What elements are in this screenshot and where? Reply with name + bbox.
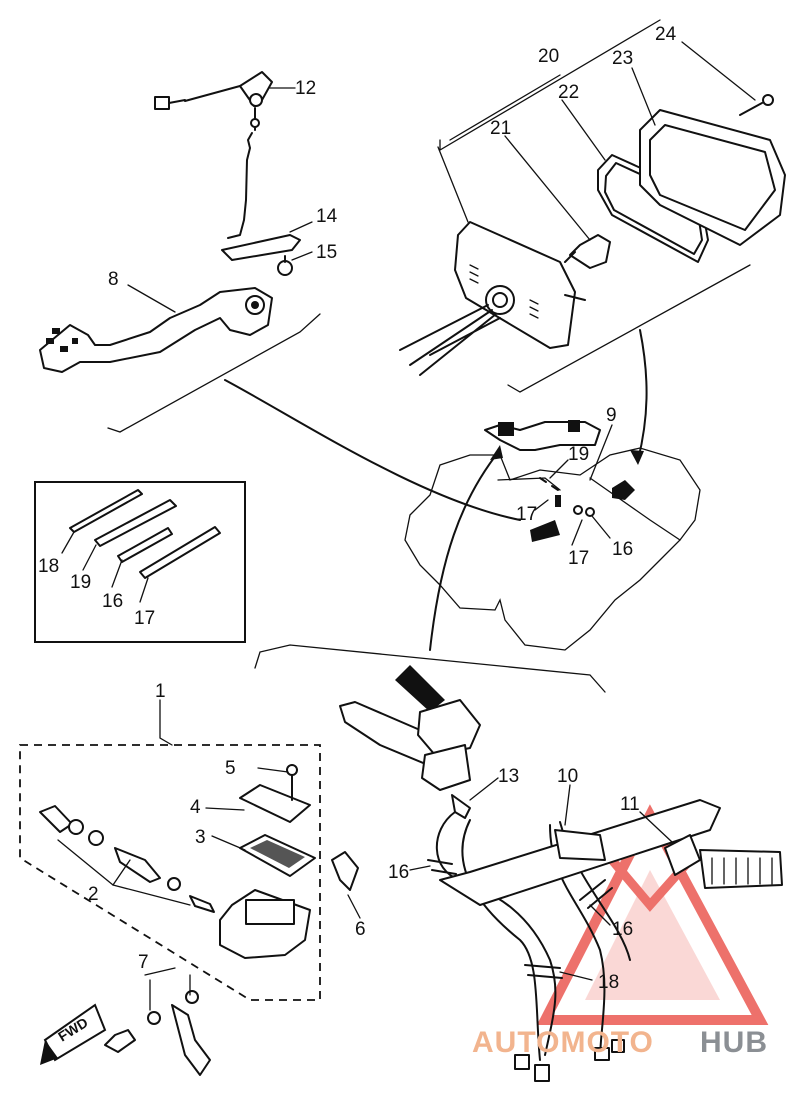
tail-light-group <box>399 19 786 393</box>
callout-20: 20 <box>538 46 559 67</box>
callout-16-left: 16 <box>388 862 409 883</box>
callout-22: 22 <box>558 82 579 103</box>
boot-icon <box>331 851 359 891</box>
watermark-brand-rest: HUB <box>700 1026 768 1059</box>
callout-3: 3 <box>195 827 206 848</box>
callout-10: 10 <box>557 766 578 787</box>
callout-2: 2 <box>88 884 99 905</box>
banjo-bolt-icon <box>104 990 211 1076</box>
callout-23: 23 <box>612 48 633 69</box>
callout-17-inset: 17 <box>134 608 155 629</box>
callout-1: 1 <box>155 681 166 702</box>
handlebar-group <box>254 644 783 1082</box>
callout-4: 4 <box>190 797 201 818</box>
callout-14: 14 <box>316 206 338 227</box>
callout-18-inset: 18 <box>38 556 59 577</box>
wire-harness-icon <box>435 811 631 1061</box>
callout-7: 7 <box>138 952 149 973</box>
watermark-text: AUTOMOTO HUB <box>472 1026 768 1059</box>
callout-19-inset: 19 <box>70 572 91 593</box>
switch-bracket-icon <box>221 234 301 261</box>
callout-numbers: 12 14 15 8 20 22 23 24 21 9 19 17 17 16 … <box>38 24 677 993</box>
callout-15: 15 <box>316 242 337 263</box>
master-cylinder-group: FWD <box>19 699 359 1076</box>
callout-16-inset: 16 <box>102 591 123 612</box>
cable-tie-inset <box>34 481 246 643</box>
left-grip-icon <box>395 665 481 791</box>
callout-17-body-b: 17 <box>568 548 589 569</box>
brake-pedal-icon <box>39 287 273 373</box>
cap-screw-icon <box>286 764 298 801</box>
vehicle-silhouette <box>224 329 701 651</box>
fwd-arrow: FWD <box>40 1003 107 1065</box>
piston-kit-icon <box>39 805 215 913</box>
callout-8: 8 <box>108 269 119 290</box>
bolt-icon <box>277 255 293 276</box>
stop-switch-icon <box>154 71 273 131</box>
callout-21: 21 <box>490 118 511 139</box>
callout-12: 12 <box>295 78 316 99</box>
reservoir-cap-icon <box>239 784 311 823</box>
callout-17-body-a: 17 <box>516 504 537 525</box>
switch-spring-icon <box>227 132 253 239</box>
callout-19-body: 19 <box>568 444 589 465</box>
tail-light-lens-icon <box>639 109 786 246</box>
callout-16-right: 16 <box>612 919 633 940</box>
callout-24: 24 <box>655 24 677 45</box>
leader-lines <box>57 41 756 981</box>
callout-13: 13 <box>498 766 519 787</box>
brake-pedal-group <box>39 71 321 433</box>
screw-icon <box>739 94 774 116</box>
callout-11: 11 <box>620 794 640 815</box>
watermark-brand-accent: AUTOMOTO <box>472 1026 654 1059</box>
callout-16-body: 16 <box>612 539 633 560</box>
tail-light-base-icon <box>454 221 576 349</box>
callout-5: 5 <box>225 758 236 779</box>
callout-6: 6 <box>355 919 366 940</box>
right-grip-icon <box>664 834 783 889</box>
callout-18-harness: 18 <box>598 972 619 993</box>
bulb-icon <box>564 234 611 269</box>
callout-9: 9 <box>606 405 617 426</box>
